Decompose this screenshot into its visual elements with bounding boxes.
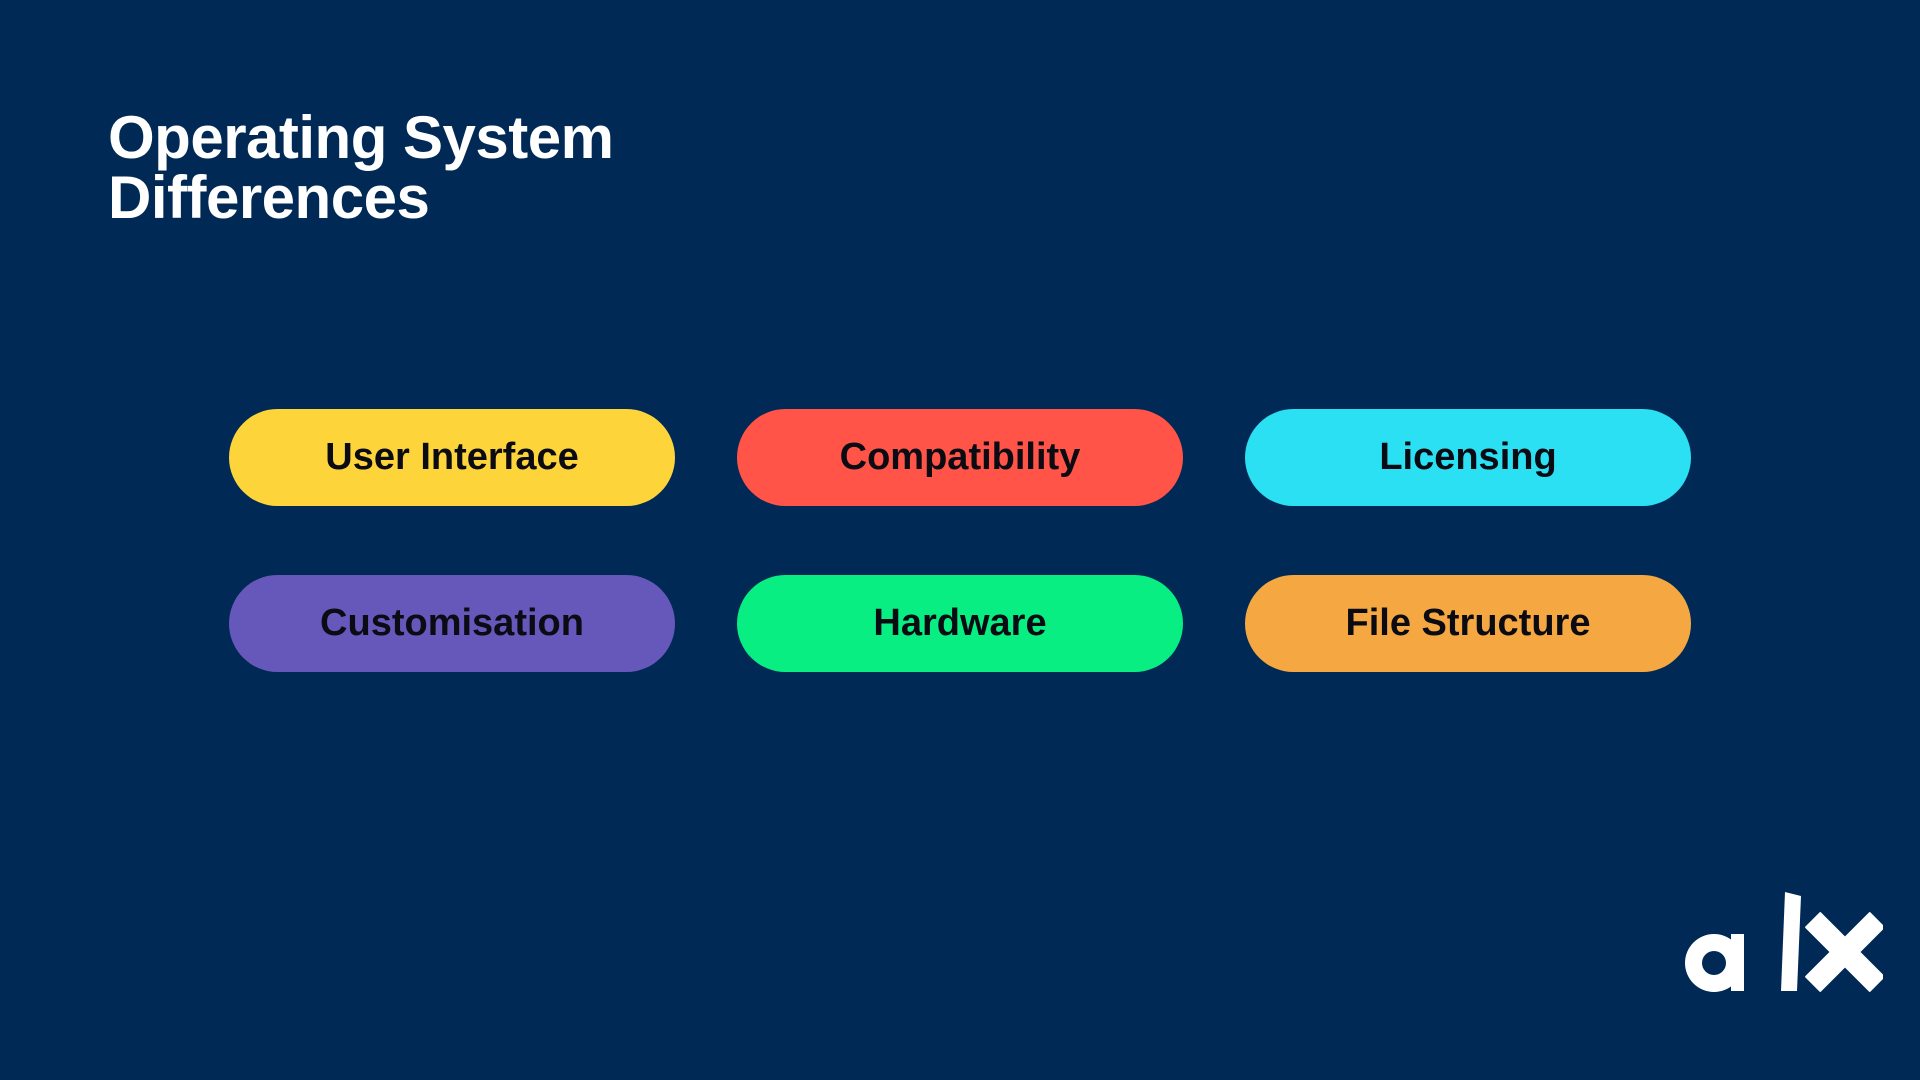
pill-licensing: Licensing (1245, 409, 1691, 506)
pill-file-structure: File Structure (1245, 575, 1691, 672)
pill-hardware: Hardware (737, 575, 1183, 672)
alx-logo-icon (1685, 892, 1883, 992)
topic-pill-grid: User Interface Compatibility Licensing C… (229, 409, 1691, 672)
pill-label: Customisation (320, 602, 584, 644)
pill-label: Compatibility (839, 436, 1081, 478)
slide-title-line-2: Differences (108, 164, 430, 231)
pill-customisation: Customisation (229, 575, 675, 672)
pill-label: User Interface (325, 436, 579, 478)
slide-title-line-1: Operating System (108, 104, 614, 171)
pill-label: File Structure (1345, 602, 1591, 644)
pill-label: Licensing (1379, 436, 1557, 478)
pill-compatibility: Compatibility (737, 409, 1183, 506)
slide-title: Operating System Differences (108, 108, 614, 228)
pill-user-interface: User Interface (229, 409, 675, 506)
pill-label: Hardware (873, 602, 1047, 644)
